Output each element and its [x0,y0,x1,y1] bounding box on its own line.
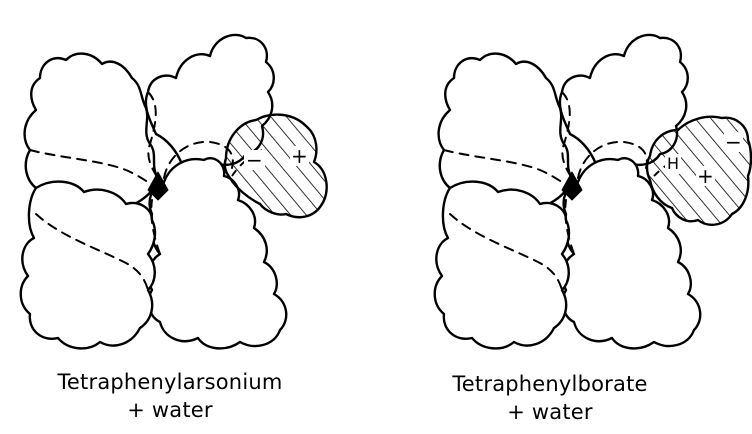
caption-title: Tetraphenylarsonium [20,368,320,396]
caption-subtitle: + water [20,396,320,424]
plus-symbol: + [696,166,715,186]
phenyl-lobe-lower-left [21,182,155,349]
hydrogen-label: H [665,154,681,174]
minus-symbol: − [244,150,265,170]
minus-symbol: − [724,132,743,152]
caption-right: Tetraphenylborate + water [400,370,700,426]
caption-left: Tetraphenylarsonium + water [20,368,320,424]
caption-subtitle: + water [400,398,700,426]
plus-symbol: + [290,146,309,166]
phenyl-lobe-lower-left [435,182,569,349]
caption-title: Tetraphenylborate [400,370,700,398]
